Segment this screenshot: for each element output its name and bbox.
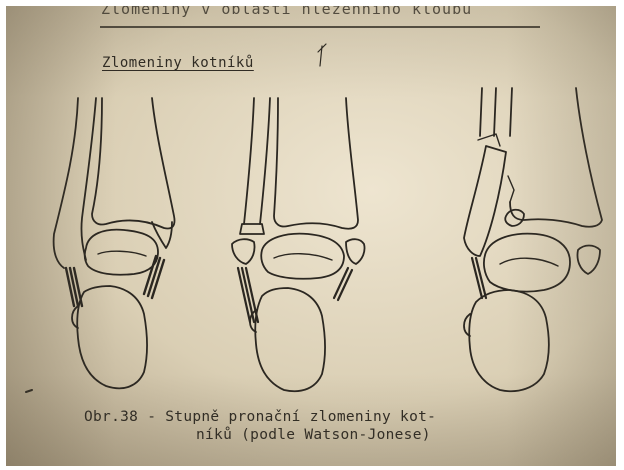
- talus-inner-line: [98, 251, 146, 256]
- calcaneus3: [469, 290, 549, 391]
- tibia3-fracture-edge: [508, 176, 514, 202]
- fibula3-fracture-line: [478, 134, 500, 146]
- fibula2-outline-right: [260, 98, 270, 224]
- document-photo: Zlomeniny v oblasti hlezenního kloubu Zl…: [6, 6, 616, 466]
- fibula3-shaft-left: [480, 88, 482, 136]
- caption-line-1: Obr.38 - Stupně pronační zlomeniny kot-: [84, 408, 436, 426]
- talus3: [484, 234, 570, 292]
- figure-stage-3: [464, 88, 602, 391]
- fibula2-fracture-piece: [240, 224, 264, 234]
- figure-caption: Obr.38 - Stupně pronační zlomeniny kot- …: [84, 408, 436, 444]
- figure-stage-1: [54, 98, 175, 388]
- stray-mark: [26, 390, 32, 392]
- lateral-malleolus-fragment: [232, 239, 255, 264]
- fibula3-shaft-right: [494, 88, 496, 136]
- tibia3-shaft-left: [510, 88, 512, 136]
- medial-malleolus-fragment: [346, 239, 365, 264]
- caption-line-2: níků (podle Watson-Jonese): [84, 426, 436, 444]
- ankle-fracture-illustrations: [6, 6, 616, 466]
- tibia3-outline: [510, 88, 602, 227]
- tibia2-outline: [274, 98, 358, 229]
- talus2: [261, 234, 344, 279]
- medial-malleolus: [152, 222, 172, 248]
- calcaneus2: [255, 288, 325, 391]
- tibia-outline: [92, 98, 175, 229]
- lateral-ligament-shading-2: [238, 268, 258, 322]
- talus3-inner-line: [500, 258, 558, 266]
- medial-fragment-3: [577, 246, 600, 275]
- talus2-inner-line: [274, 254, 332, 260]
- fibula-outline-left: [54, 98, 78, 268]
- fibula2-outline-left: [244, 98, 254, 224]
- medial-ligament-shading: [144, 256, 164, 298]
- calcaneus: [77, 286, 147, 388]
- talus: [85, 230, 158, 275]
- figure-stage-2: [232, 98, 365, 391]
